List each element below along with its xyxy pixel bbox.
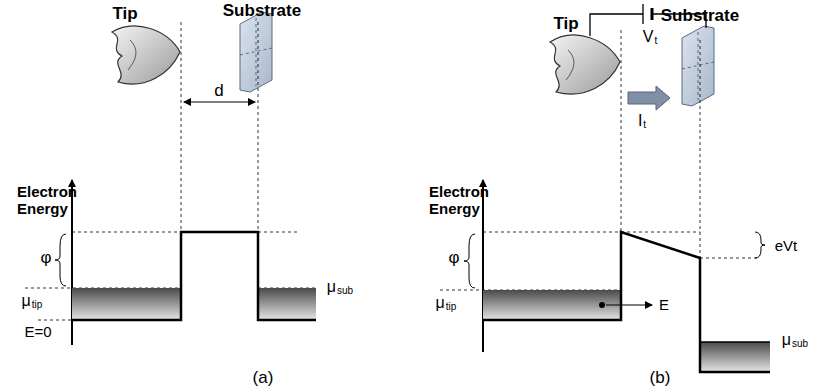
symbol-label: φ [448, 249, 459, 267]
tip-b [550, 35, 620, 94]
current-arrow [628, 86, 670, 110]
substrate-b [682, 26, 714, 106]
guide-lines-a [25, 22, 318, 320]
electron-dot [599, 302, 605, 308]
tip-a [112, 26, 180, 84]
tip-fermi-sea [483, 290, 621, 320]
panel-label: (b) [650, 369, 671, 387]
symbol-label: φ [40, 249, 51, 267]
potential-profile [483, 232, 770, 372]
symbol-label: eVt [775, 237, 798, 255]
substrate-fermi-sea [700, 342, 770, 372]
panel-label: (a) [253, 369, 274, 387]
part-name: Substrate [223, 2, 301, 20]
symbol-label: It [638, 111, 646, 138]
bias-brace [755, 232, 765, 258]
substrate-a [240, 12, 272, 92]
axis-title: Electron Energy [17, 183, 83, 217]
phi-brace [55, 234, 66, 286]
dimension-label: d [214, 82, 223, 100]
part-name: Substrate [661, 7, 739, 25]
symbol-label: μtip [22, 291, 43, 318]
electron-arrow [606, 304, 652, 305]
symbol-label: μsub [782, 330, 808, 357]
symbol-label: μsub [327, 277, 353, 304]
part-name: Tip [112, 5, 137, 23]
symbol-label: E [659, 296, 669, 314]
phi-brace [464, 234, 475, 288]
symbol-label: E=0 [24, 323, 51, 341]
potential-profile [72, 232, 316, 320]
energy-axis [482, 180, 484, 352]
tip-fermi-sea [72, 288, 181, 320]
substrate-fermi-sea [258, 288, 316, 320]
distance-arrow [184, 101, 255, 102]
axis-title: Electron Energy [429, 183, 495, 217]
part-name: Tip [553, 15, 578, 33]
symbol-label: Vt [643, 27, 657, 54]
substrate-level [700, 341, 770, 343]
symbol-label: μtip [436, 293, 457, 320]
